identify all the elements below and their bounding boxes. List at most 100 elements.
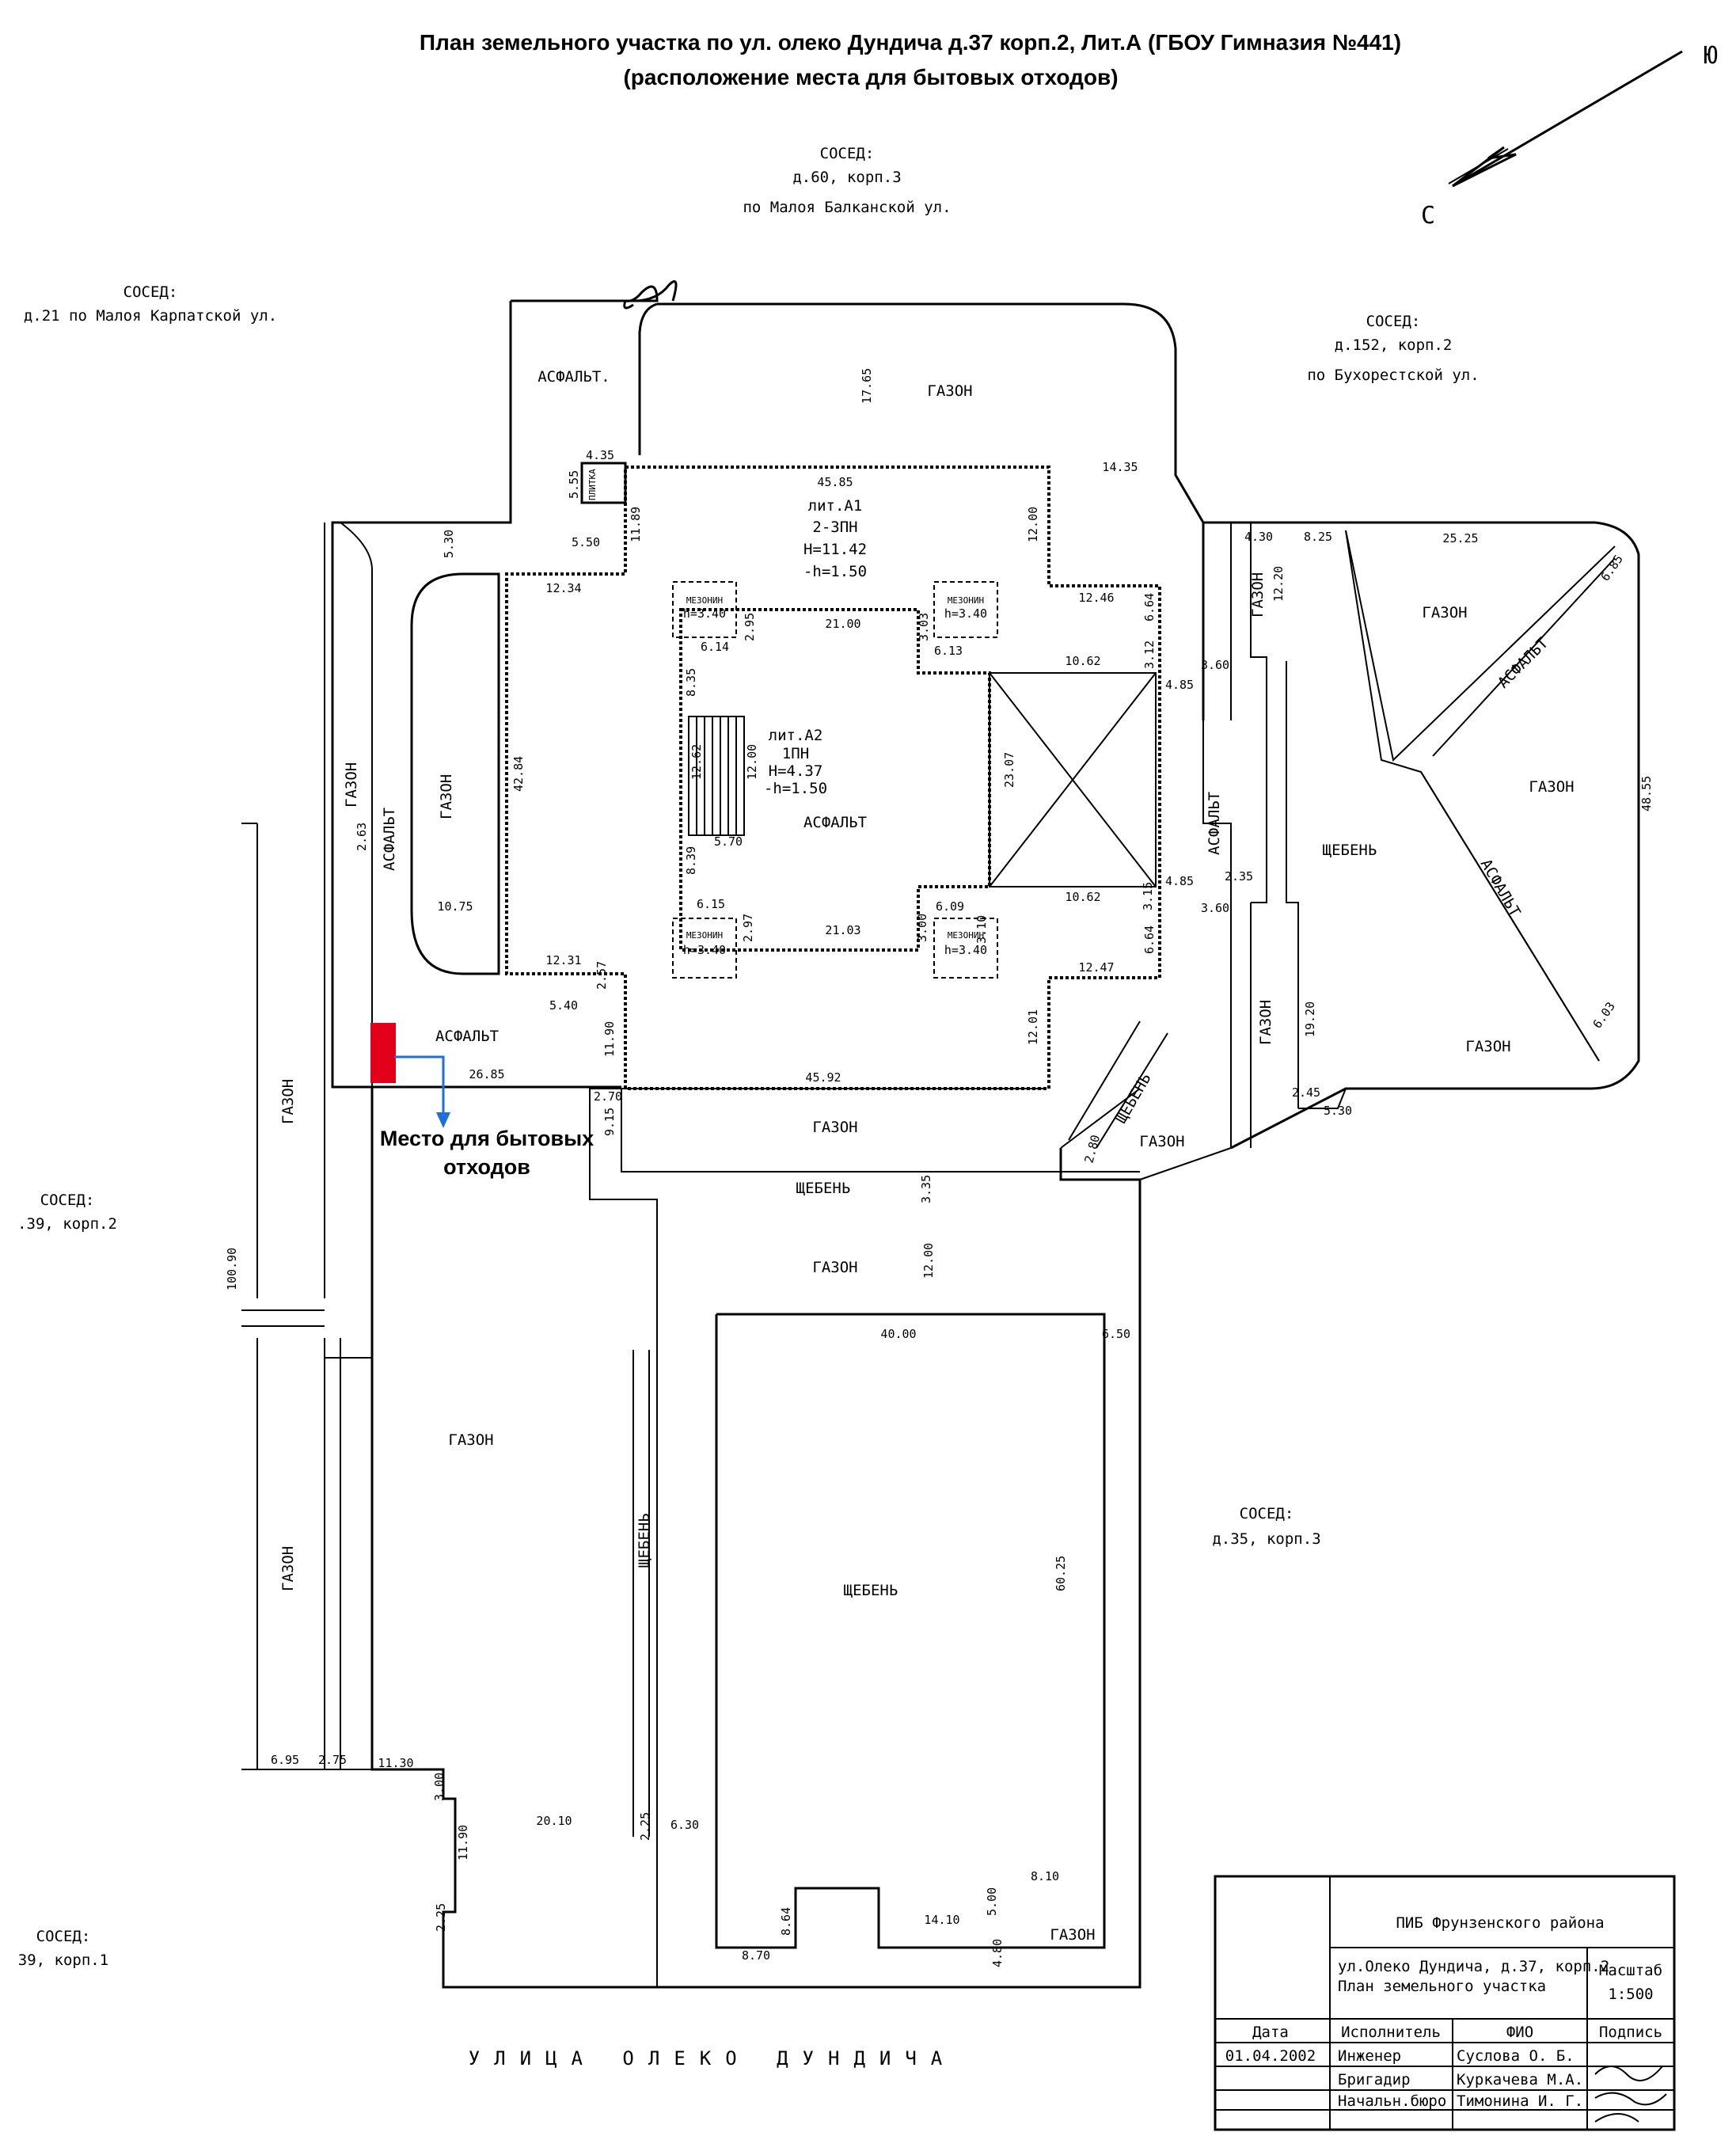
svg-text:Куркачева М.А.: Куркачева М.А. <box>1457 2071 1583 2088</box>
waste-caption-line2: отходов <box>443 1155 530 1179</box>
svg-text:АСФАЛЬТ: АСФАЛЬТ <box>1495 634 1552 691</box>
neighbor-west: СОСЕД: .39, корп.2 <box>17 1192 117 1233</box>
svg-text:12.01: 12.01 <box>1026 1009 1040 1045</box>
svg-text:45.85: 45.85 <box>817 475 853 489</box>
svg-text:д.152, корп.2: д.152, корп.2 <box>1335 336 1453 354</box>
stairs-icon <box>688 716 745 836</box>
svg-text:ул.Олеко Дундича, д.37, корп.2: ул.Олеко Дундича, д.37, корп.2 <box>1338 1958 1609 1975</box>
svg-text:10.62: 10.62 <box>1065 654 1100 668</box>
svg-text:39, корп.1: 39, корп.1 <box>18 1952 108 1969</box>
svg-text:2-3ПН: 2-3ПН <box>812 519 857 536</box>
svg-text:12.46: 12.46 <box>1078 591 1114 605</box>
svg-text:40.00: 40.00 <box>880 1327 916 1341</box>
neighbor-east: СОСЕД: д.152, корп.2 по Бухорестской ул. <box>1307 313 1479 384</box>
svg-text:h=3.40: h=3.40 <box>683 943 726 957</box>
svg-text:10.75: 10.75 <box>437 899 473 914</box>
boiler-label: ПЛИТКА <box>587 469 598 500</box>
svg-text:по Бухорестской ул.: по Бухорестской ул. <box>1307 367 1479 384</box>
svg-text:АСФАЛЬТ: АСФАЛЬТ <box>1206 792 1223 855</box>
svg-text:11.90: 11.90 <box>602 1021 617 1057</box>
signature-icon <box>1594 2066 1667 2123</box>
svg-text:8.39: 8.39 <box>684 846 698 875</box>
svg-text:6.95: 6.95 <box>271 1753 299 1767</box>
waste-arrow-icon <box>394 1055 450 1128</box>
svg-text:6.50: 6.50 <box>1102 1327 1130 1341</box>
svg-text:2.63: 2.63 <box>355 823 369 851</box>
svg-text:60.25: 60.25 <box>1054 1556 1068 1591</box>
svg-text:12.62: 12.62 <box>689 744 704 780</box>
svg-text:ЩЕБЕНЬ: ЩЕБЕНЬ <box>1323 842 1377 859</box>
svg-text:4.85: 4.85 <box>1165 874 1194 888</box>
svg-text:-h=1.50: -h=1.50 <box>764 780 827 797</box>
svg-text:12.20: 12.20 <box>1271 566 1286 602</box>
svg-text:20.10: 20.10 <box>536 1814 572 1828</box>
svg-text:ГАЗОН: ГАЗОН <box>927 382 972 400</box>
svg-text:3.10: 3.10 <box>974 915 989 944</box>
svg-text:2.95: 2.95 <box>743 613 757 641</box>
svg-text:Бригадир: Бригадир <box>1338 2071 1411 2088</box>
svg-text:12.47: 12.47 <box>1078 960 1114 975</box>
boiler-house <box>580 462 627 504</box>
svg-text:6.64: 6.64 <box>1142 593 1157 621</box>
plan-title: План земельного участка по ул. олеко Дун… <box>420 30 1401 55</box>
svg-text:СОСЕД:: СОСЕД: <box>40 1192 95 1209</box>
svg-text:3.12: 3.12 <box>1142 640 1157 669</box>
svg-text:МЕЗОНИН: МЕЗОНИН <box>686 595 723 606</box>
svg-text:25.25: 25.25 <box>1442 531 1478 545</box>
svg-text:6.14: 6.14 <box>701 640 729 654</box>
svg-text:5.40: 5.40 <box>549 998 578 1013</box>
neighbor-southwest: СОСЕД: 39, корп.1 <box>18 1928 108 1969</box>
svg-text:АСФАЛЬТ: АСФАЛЬТ <box>1477 857 1524 920</box>
svg-text:Н=4.37: Н=4.37 <box>769 762 823 780</box>
svg-text:ПИБ Фрунзенского района: ПИБ Фрунзенского района <box>1396 1914 1604 1932</box>
svg-text:д.21 по Малоя Карпатской ул.: д.21 по Малоя Карпатской ул. <box>24 307 277 325</box>
svg-text:6.09: 6.09 <box>936 899 964 914</box>
svg-text:48.55: 48.55 <box>1639 776 1654 811</box>
svg-text:ЩЕБЕНЬ: ЩЕБЕНЬ <box>636 1513 653 1568</box>
svg-text:АСФАЛЬТ: АСФАЛЬТ <box>381 808 398 871</box>
svg-text:6.85: 6.85 <box>1598 552 1626 583</box>
svg-text:СОСЕД:: СОСЕД: <box>36 1928 91 1945</box>
svg-text:2.97: 2.97 <box>741 914 755 942</box>
svg-text:8.64: 8.64 <box>779 1907 793 1936</box>
svg-text:100.90: 100.90 <box>225 1248 239 1290</box>
svg-text:ГАЗОН: ГАЗОН <box>1529 778 1574 796</box>
svg-text:ГАЗОН: ГАЗОН <box>812 1119 857 1136</box>
north-arrow-icon <box>1448 50 1683 188</box>
svg-text:Начальн.бюро: Начальн.бюро <box>1338 2092 1446 2110</box>
svg-text:1:500: 1:500 <box>1608 1986 1653 2003</box>
svg-text:2.70: 2.70 <box>594 1089 622 1104</box>
svg-text:01.04.2002: 01.04.2002 <box>1225 2047 1316 2065</box>
svg-text:ГАЗОН: ГАЗОН <box>448 1431 493 1449</box>
svg-text:14.35: 14.35 <box>1102 460 1138 474</box>
svg-text:3.60: 3.60 <box>1201 658 1229 672</box>
svg-text:4.30: 4.30 <box>1244 530 1273 544</box>
waste-area <box>370 1023 396 1083</box>
svg-text:12.34: 12.34 <box>545 581 581 595</box>
svg-text:3.03: 3.03 <box>917 613 931 641</box>
svg-text:11.90: 11.90 <box>456 1825 470 1860</box>
neighbor-northwest: СОСЕД: д.21 по Малоя Карпатской ул. <box>24 283 277 325</box>
svg-text:6.30: 6.30 <box>670 1818 699 1832</box>
mezzanine-nw <box>672 581 737 638</box>
svg-text:8.10: 8.10 <box>1031 1869 1059 1883</box>
svg-text:8.25: 8.25 <box>1304 530 1332 544</box>
svg-text:2.25: 2.25 <box>638 1812 652 1841</box>
svg-text:лит.А1: лит.А1 <box>808 497 863 515</box>
neighbor-southeast: СОСЕД: д.35, корп.3 <box>1212 1505 1320 1548</box>
svg-text:ГАЗОН: ГАЗОН <box>1249 572 1267 618</box>
svg-text:8.35: 8.35 <box>684 668 698 697</box>
svg-text:17.65: 17.65 <box>860 368 874 404</box>
canopy-area <box>989 672 1157 887</box>
svg-text:26.85: 26.85 <box>469 1067 504 1081</box>
svg-text:3.35: 3.35 <box>919 1175 933 1203</box>
svg-text:5.50: 5.50 <box>572 535 600 549</box>
svg-text:Суслова О. Б.: Суслова О. Б. <box>1457 2047 1575 2065</box>
svg-text:ГАЗОН: ГАЗОН <box>279 1546 297 1591</box>
svg-text:ГАЗОН: ГАЗОН <box>1465 1038 1510 1055</box>
svg-text:5.00: 5.00 <box>985 1887 999 1916</box>
mezzanine-ne <box>933 581 998 638</box>
svg-text:5.30: 5.30 <box>1324 1104 1352 1118</box>
title-block: ПИБ Фрунзенского района ул.Олеко Дундича… <box>1214 1875 1676 2131</box>
svg-text:11.30: 11.30 <box>378 1756 413 1770</box>
